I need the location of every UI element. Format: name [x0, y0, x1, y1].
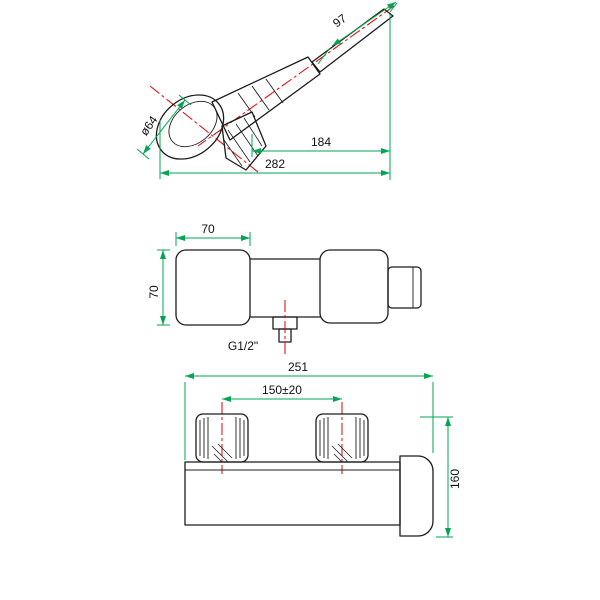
- dim-escutcheon-height: 70: [147, 285, 161, 299]
- left-stem-hatching: [211, 443, 233, 463]
- shower-neck-ribs: [237, 78, 284, 118]
- top-view-dimensions: 251 150±20 160: [184, 360, 462, 538]
- front-view: 70 70 G1/2": [147, 222, 422, 356]
- dim-depth: 160: [448, 469, 462, 489]
- mixer-body: [184, 461, 401, 526]
- dim-centers-distance: 150±20: [262, 383, 302, 397]
- dim-overall-width: 251: [288, 360, 308, 374]
- dim-overall-length: 282: [265, 157, 285, 171]
- shower-handle: [311, 8, 394, 73]
- hand-shower-view: 97 ø64 184 282: [136, 1, 398, 180]
- shower-neck: [211, 56, 321, 141]
- right-stem-hatching: [331, 443, 353, 463]
- dim-escutcheon-width: 70: [201, 222, 215, 236]
- dim-handle-length: 97: [330, 11, 349, 30]
- thread-size-label: G1/2": [228, 339, 258, 353]
- hand-shower-dimensions: 97 ø64 184 282: [136, 1, 398, 180]
- left-escutcheon: [175, 249, 251, 326]
- right-knob-knurling: [319, 417, 365, 459]
- left-knob-knurling: [199, 417, 245, 459]
- dim-reach: 184: [311, 135, 331, 149]
- mixer-lever-handle: [399, 455, 434, 537]
- top-view: 251 150±20 160: [184, 360, 462, 538]
- handle-axis-centerline: [197, 5, 395, 147]
- front-view-dimensions: 70 70 G1/2": [147, 222, 258, 353]
- hose-connector: [221, 111, 267, 171]
- right-escutcheon: [319, 249, 389, 324]
- hose-connector-hatching: [223, 117, 263, 167]
- shower-outlet: [387, 266, 422, 309]
